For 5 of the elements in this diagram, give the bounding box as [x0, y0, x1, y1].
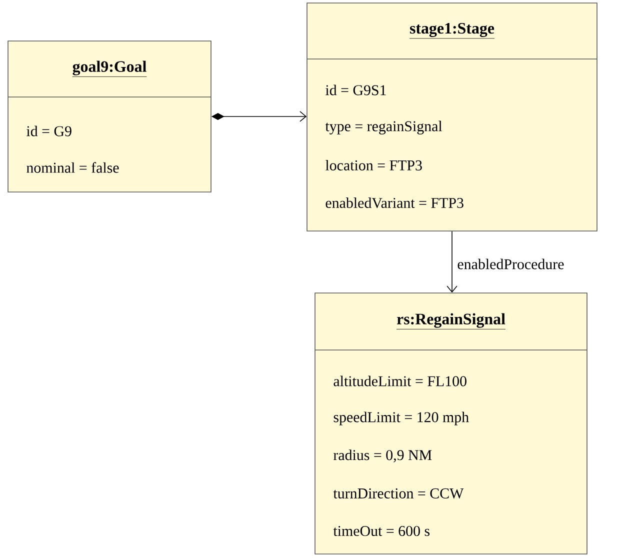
edge-label: enabledProcedure	[456, 258, 566, 270]
object-box: rs:RegainSignal altitudeLimit = FL100 speedLimit = 120 mph radius = 0,9 NM turnDirection = CCW timeOut = 600 s	[314, 292, 588, 554]
object-box: goal9:Goal id = G9 nominal = false	[8, 40, 212, 192]
object-box: stage1:Stage id = G9S1 type = regainSignal location = FTP3 enabledVariant = FTP3	[306, 2, 598, 232]
arrow	[446, 230, 458, 293]
